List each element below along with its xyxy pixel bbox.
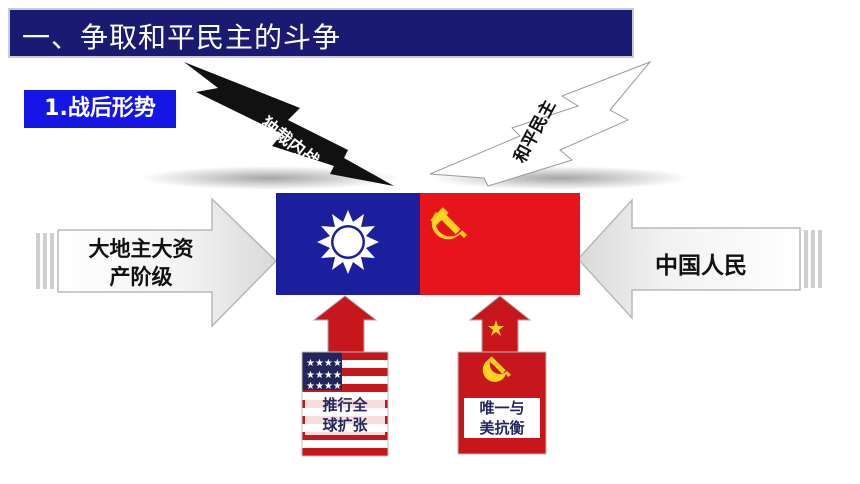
svg-text:★★★★: ★★★★ <box>306 358 342 369</box>
ussr-label-line2: 美抗衡 <box>479 419 525 437</box>
usa-label: 推行全 球扩张 <box>305 395 385 435</box>
left-arrow-label-line1: 大地主大资 <box>88 237 194 261</box>
right-arrow-label: 中国人民 <box>655 253 747 279</box>
right-arrow <box>576 198 822 320</box>
ussr-label: 唯一与 美抗衡 <box>464 398 540 438</box>
dictatorship-bolt <box>184 62 394 186</box>
hammer-sickle-star-icon <box>488 320 504 336</box>
left-arrow-label: 大地主大资 产阶级 <box>66 235 216 291</box>
cpc-flag <box>420 193 580 295</box>
white-sun-icon <box>317 210 379 274</box>
usa-label-line1: 推行全 <box>322 396 368 414</box>
ussr-label-line1: 唯一与 <box>479 399 525 417</box>
section-subtitle: 1.战后形势 <box>24 90 176 128</box>
usa-label-line2: 球扩张 <box>322 416 368 434</box>
page-title-bar: 一、争取和平民主的斗争 <box>8 8 634 58</box>
page-title: 一、争取和平民主的斗争 <box>22 21 342 54</box>
svg-text:★★★★: ★★★★ <box>306 370 342 381</box>
hammer-sickle-icon <box>430 207 467 240</box>
left-arrow <box>36 197 278 328</box>
svg-text:★★★★: ★★★★ <box>306 381 342 392</box>
left-arrow-label-line2: 产阶级 <box>109 265 173 289</box>
peace-bolt <box>429 60 652 187</box>
